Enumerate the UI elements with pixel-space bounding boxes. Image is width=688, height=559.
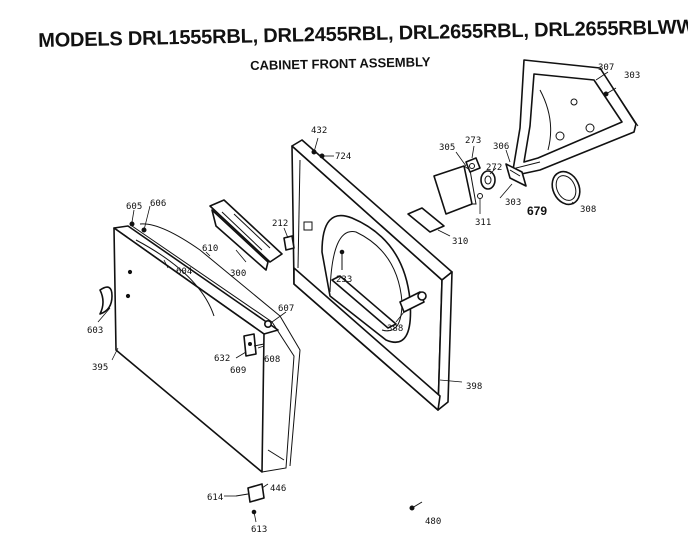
door-switch-388 [395,291,427,323]
lint-duct-300 [209,199,283,271]
screws-605-606 [129,205,151,233]
label-388: 388 [387,324,403,334]
label-724: 724 [335,152,351,162]
callout-labels: 432 724 305 273 272 306 311 303 679 308 … [87,63,640,535]
screw-311 [477,193,483,214]
label-432: 432 [311,126,327,136]
bolt-233 [339,249,345,270]
hinge-603 [99,286,113,315]
lower-hinge-446 [235,483,265,523]
label-306: 306 [493,142,509,152]
label-605: 605 [126,202,142,212]
screws-432-724 [311,137,334,159]
label-604: 604 [176,267,192,277]
label-307: 307 [598,63,614,73]
label-610: 610 [202,244,218,254]
label-233: 233 [336,275,352,285]
label-613: 613 [251,525,267,535]
label-273: 273 [465,136,481,146]
label-212: 212 [272,219,288,229]
leader-lines [97,71,609,497]
label-606: 606 [150,199,166,209]
screw-480 [409,501,423,511]
label-632: 632 [214,354,230,364]
label-608: 608 [264,355,280,365]
label-607: 607 [278,304,294,314]
screw-303-top [603,87,617,97]
label-311: 311 [475,218,491,228]
label-614: 614 [207,493,223,503]
label-272: 272 [486,163,502,173]
label-303-lower: 303 [505,198,521,208]
label-395: 395 [92,363,108,373]
label-446: 446 [270,484,286,494]
bracket-306 [505,163,527,187]
label-310: 310 [452,237,468,247]
trim-strip-310 [407,207,445,233]
cabinet-front-panel-398 [291,139,453,411]
label-300: 300 [230,269,246,279]
knob-272 [480,170,496,190]
label-303-upper: 303 [624,71,640,81]
label-308: 308 [580,205,596,215]
switch-273 [465,157,481,173]
label-609: 609 [230,366,246,376]
label-679: 679 [527,204,547,218]
label-305: 305 [439,143,455,153]
door-catch-hardware [243,319,272,357]
bulkhead-frame-307 [511,59,639,177]
clip-212 [283,235,295,251]
control-cover-305 [433,165,477,215]
label-603: 603 [87,326,103,336]
label-480: 480 [425,517,441,527]
door-liner-610 [131,223,301,473]
label-398: 398 [466,382,482,392]
light-ring-308 [551,170,581,206]
